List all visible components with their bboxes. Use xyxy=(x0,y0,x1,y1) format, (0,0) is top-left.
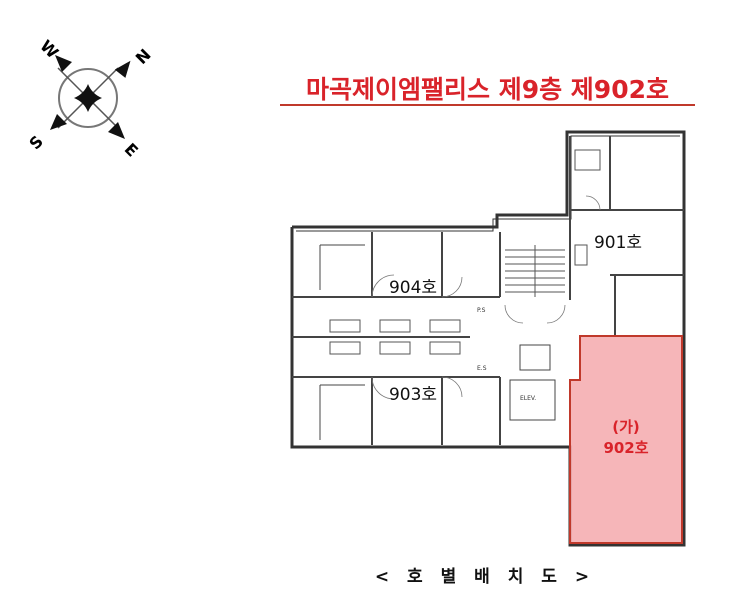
unit-902-highlight[interactable] xyxy=(569,335,683,544)
unit-904-label: 904호 xyxy=(389,278,437,298)
unit-902-label: 902호 xyxy=(603,439,648,457)
unit-903-label: 903호 xyxy=(389,385,437,405)
compass-north-label: N xyxy=(132,45,155,68)
unit-901-label: 901호 xyxy=(594,233,642,253)
staircase xyxy=(505,245,565,297)
title-underline xyxy=(280,104,695,106)
ps-label: P.S xyxy=(477,307,486,314)
diagram-caption: < 호 별 배 치 도 > xyxy=(374,567,596,587)
interior-walls xyxy=(292,136,684,445)
es-label: E.S xyxy=(477,365,487,372)
compass-south-label: S xyxy=(25,132,47,154)
page-title: 마곡제이엠팰리스 제9층 제902호 xyxy=(306,75,669,104)
elevator-label: ELEV. xyxy=(520,395,536,402)
compass-icon: W N S E xyxy=(25,36,154,160)
bathroom-fixtures xyxy=(329,149,601,355)
unit-902-mark: (가) xyxy=(612,418,640,436)
building-walls xyxy=(290,130,686,547)
door-swings xyxy=(371,195,601,400)
compass-east-label: E xyxy=(121,139,142,160)
